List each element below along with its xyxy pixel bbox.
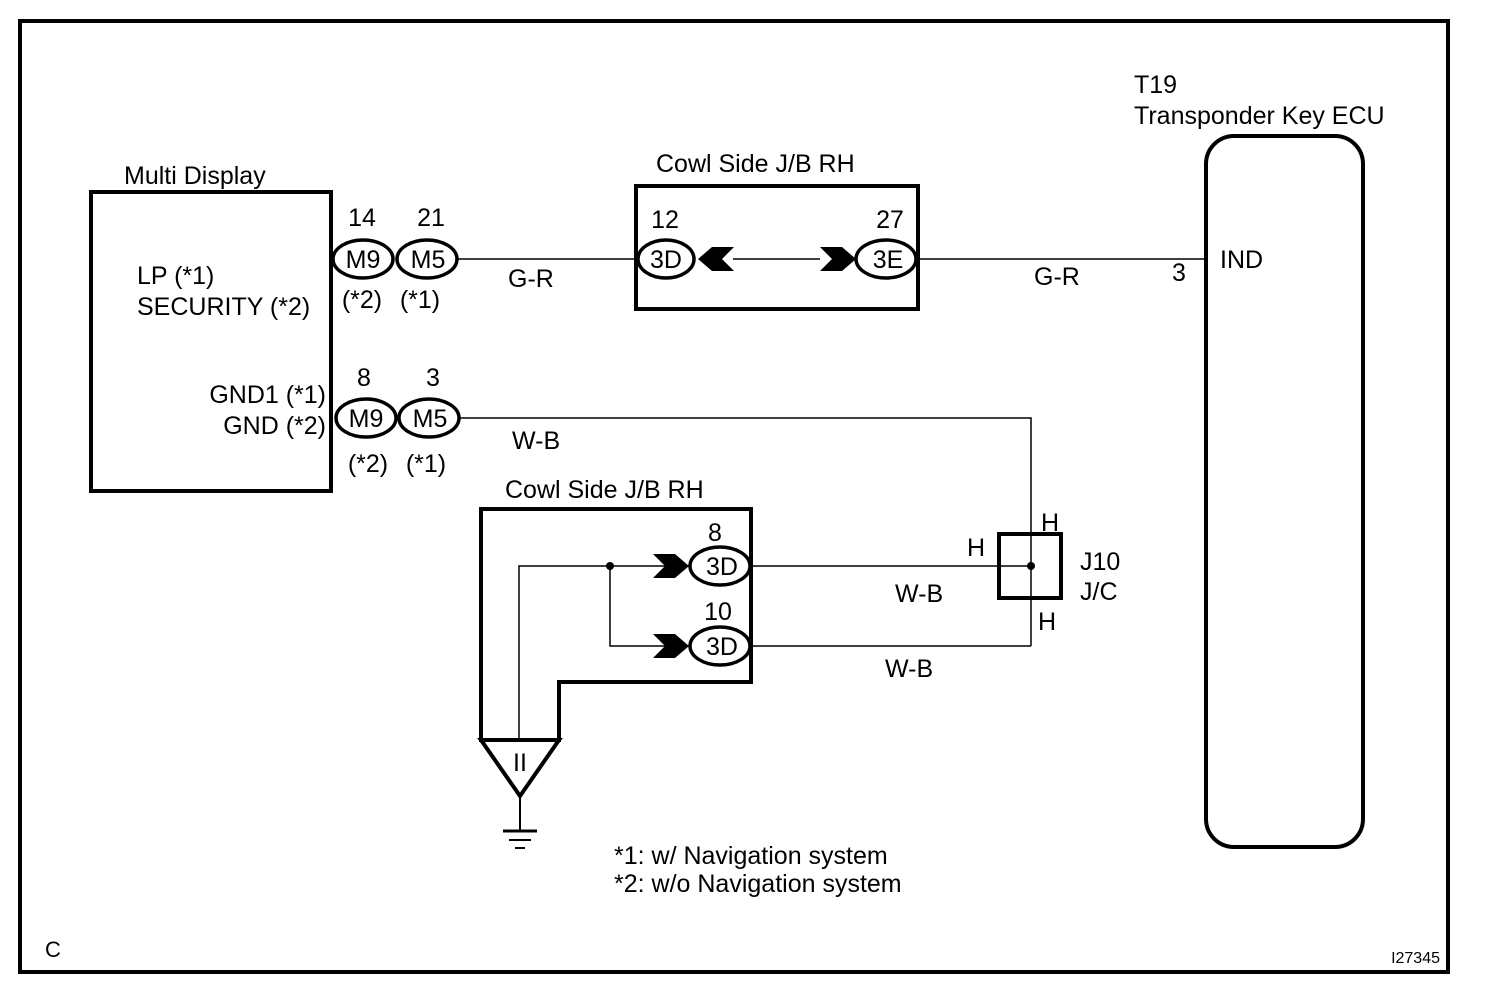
multi-display-title: Multi Display [124,162,266,190]
arrow-right-icon [820,247,856,271]
wire-internal-lower [518,565,690,740]
ecu-box [1204,134,1365,849]
wire-wb-top [459,417,1032,533]
cowl-jb-upper-box [634,184,920,311]
ecu-code: T19 [1134,71,1177,99]
connector-pin: 10 [704,598,732,626]
ground-point-label: II [513,749,527,777]
wire-label-wb-top: W-B [512,427,560,455]
connector-id: M5 [411,246,446,274]
pin-label-gnd: GND (*2) [223,412,326,440]
connector-variant-pin: 3 [426,364,440,392]
connector-variant: (*1) [406,450,446,478]
connector-pin: 8 [357,364,371,392]
wire-label-gr-right: G-R [1034,263,1080,291]
connector-id: 3D [706,553,738,581]
jc-terminal-left: H [967,534,985,562]
ecu-pin-label: IND [1220,246,1263,274]
arrow-left-icon [698,247,734,271]
connector-pin: 14 [348,204,376,232]
jc-terminal-bottom: H [1038,608,1056,636]
note-2: *2: w/o Navigation system [614,870,902,898]
connector-jb-upper-3d: 3D 12 [636,206,696,280]
note-1: *1: w/ Navigation system [614,842,888,870]
connector-upper-m9: M9 14 (*2) [331,204,395,314]
connector-jb-upper-3e: 3E 27 [854,206,918,280]
cowl-jb-upper-title: Cowl Side J/B RH [656,150,855,178]
connector-variant: (*1) [400,286,440,314]
pin-label-security: SECURITY (*2) [137,293,310,321]
diagram-frame [18,19,1450,974]
jc-terminal-top: H [1041,509,1059,537]
multi-display-box [89,190,333,493]
connector-id: 3E [873,246,904,274]
pin-label-gnd1: GND1 (*1) [209,381,326,409]
wire-label-wb-mid: W-B [895,580,943,608]
connector-variant: (*2) [348,450,388,478]
wire-internal-branch [609,566,690,647]
connector-id: M9 [349,405,384,433]
cowl-jb-lower-title: Cowl Side J/B RH [505,476,704,504]
connector-pin: 12 [651,206,679,234]
connector-lower-m5: M5 3 (*1) [397,364,461,478]
connector-id: 3D [650,246,682,274]
arrow-right-icon [653,634,689,658]
connector-jb-lower-3d-8: 3D 8 [688,519,752,587]
connector-jb-lower-3d-10: 3D 10 [688,598,752,667]
connector-id: M9 [346,246,381,274]
wire-label-gr-left: G-R [508,265,554,293]
pin-label-lp: LP (*1) [137,262,214,290]
jc-type: J/C [1080,578,1118,606]
ecu-pin-number: 3 [1172,259,1186,287]
arrow-right-icon [653,554,689,578]
connector-upper-m5: M5 21 (*1) [395,204,459,314]
jc-code: J10 [1080,548,1120,576]
ground-point-triangle [477,738,563,800]
wire-label-wb-bottom: W-B [885,655,933,683]
connector-variant: (*2) [342,286,382,314]
corner-label: C [45,937,61,962]
connector-id: 3D [706,633,738,661]
connector-pin: 8 [708,519,722,547]
connector-id: M5 [413,405,448,433]
connector-pin: 27 [876,206,904,234]
connector-pin: 21 [417,204,445,232]
ecu-title: Transponder Key ECU [1134,102,1385,130]
ground-icon [503,796,537,849]
figure-id: I27345 [1391,950,1440,967]
splice-dot [606,562,614,570]
connector-lower-m9: M9 8 (*2) [334,364,398,478]
